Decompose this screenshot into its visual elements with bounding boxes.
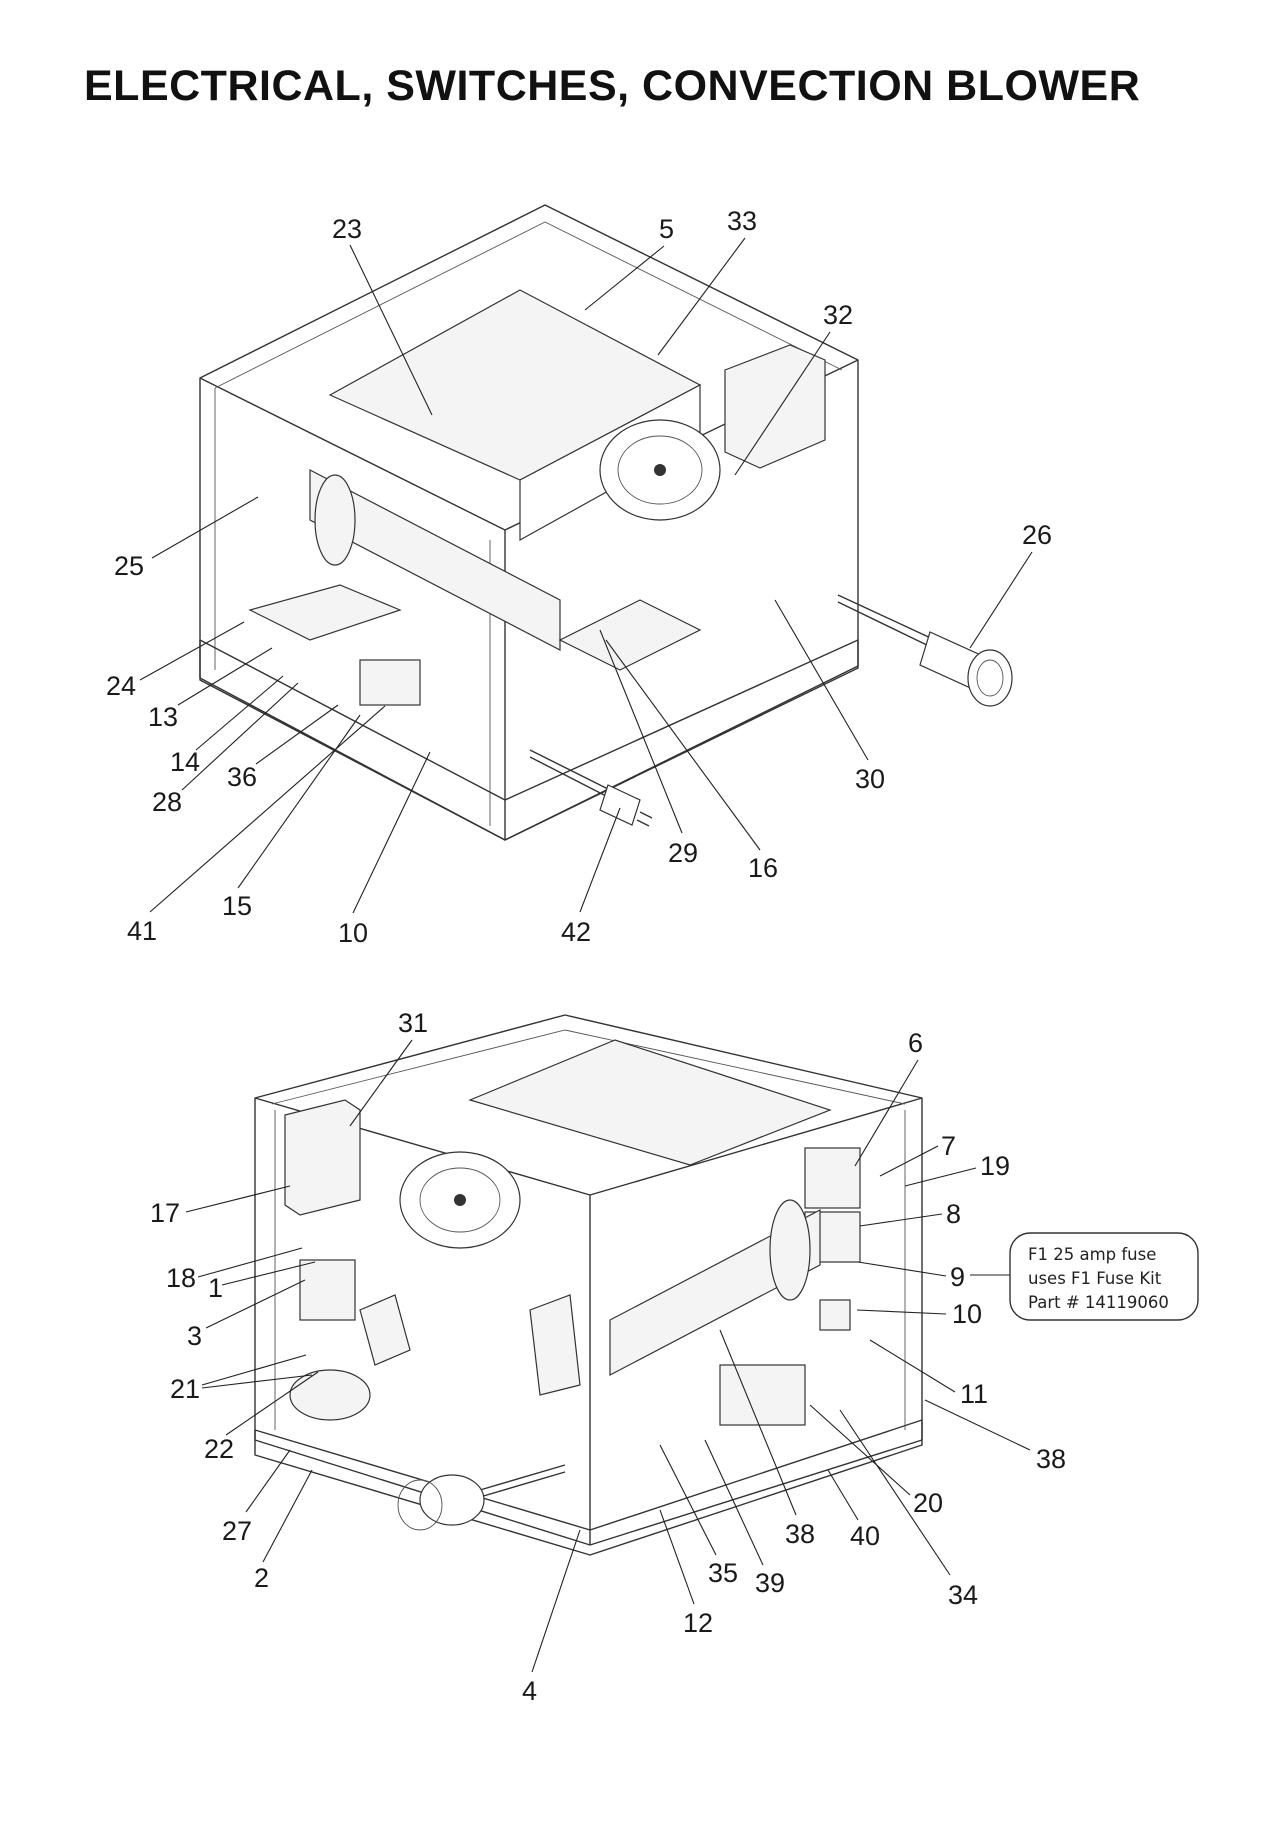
callout-18: 18	[166, 1263, 196, 1293]
callout-38a: 38	[1036, 1444, 1066, 1474]
callout-7: 7	[941, 1131, 956, 1161]
fuse-note: F1 25 amp fuse uses F1 Fuse Kit Part # 1…	[970, 1232, 1199, 1321]
callout-10a: 10	[338, 918, 368, 948]
callout-11: 11	[960, 1379, 988, 1409]
callout-30: 30	[855, 764, 885, 794]
lower-cabinet-drawing	[254, 1014, 923, 1556]
callout-38b: 38	[785, 1519, 815, 1549]
callout-17: 17	[150, 1198, 180, 1228]
callout-20: 20	[913, 1488, 943, 1518]
callout-14: 14	[170, 747, 200, 777]
callout-13: 13	[148, 702, 178, 732]
callout-29: 29	[668, 838, 698, 868]
callout-35: 35	[708, 1558, 738, 1588]
callout-21: 21	[170, 1374, 200, 1404]
callout-34: 34	[948, 1580, 978, 1610]
callout-28: 28	[152, 787, 182, 817]
callout-25: 25	[114, 551, 144, 581]
callout-42: 42	[561, 917, 591, 947]
callout-31: 31	[398, 1008, 428, 1038]
callout-4: 4	[522, 1676, 537, 1706]
upper-view-callouts: 23 5 33 32 26 25 24 13 14 36 28 41 15 10…	[106, 206, 1052, 948]
callout-10b: 10	[952, 1299, 982, 1329]
callout-26: 26	[1022, 520, 1052, 550]
callout-23: 23	[332, 214, 362, 244]
callout-41: 41	[127, 916, 157, 946]
callout-5: 5	[659, 214, 674, 244]
callout-33: 33	[727, 206, 757, 236]
fuse-note-line-3: Part # 14119060	[1028, 1293, 1169, 1312]
page-title: ELECTRICAL, SWITCHES, CONVECTION BLOWER	[84, 62, 1141, 110]
callout-8: 8	[946, 1199, 961, 1229]
callout-2: 2	[254, 1563, 269, 1593]
callout-3: 3	[187, 1321, 202, 1351]
upper-cabinet-drawing	[199, 204, 1013, 841]
callout-15: 15	[222, 891, 252, 921]
plug-26	[919, 631, 1013, 707]
callout-19: 19	[980, 1151, 1010, 1181]
callout-39: 39	[755, 1568, 785, 1598]
callout-1: 1	[208, 1273, 223, 1303]
callout-36: 36	[227, 762, 257, 792]
fuse-note-line-1: F1 25 amp fuse	[1028, 1245, 1156, 1264]
fuse-note-box	[1009, 1232, 1199, 1321]
callout-6: 6	[908, 1028, 923, 1058]
callout-32: 32	[823, 300, 853, 330]
upper-view-leader-lines	[139, 237, 1033, 914]
callout-9: 9	[950, 1262, 965, 1292]
callout-40: 40	[850, 1521, 880, 1551]
callout-12: 12	[683, 1608, 713, 1638]
plug-29	[599, 784, 653, 827]
plug-lower	[397, 1464, 566, 1531]
fuse-note-line-2: uses F1 Fuse Kit	[1028, 1269, 1162, 1288]
callout-24: 24	[106, 671, 136, 701]
callout-27: 27	[222, 1516, 252, 1546]
callout-22: 22	[204, 1434, 234, 1464]
callout-16: 16	[748, 853, 778, 883]
lower-view-callouts: 31 6 7 19 17 8 18 1 9 3 10 11 21 38 22 2…	[150, 1008, 1066, 1706]
lower-view-leader-lines	[185, 1039, 1031, 1673]
